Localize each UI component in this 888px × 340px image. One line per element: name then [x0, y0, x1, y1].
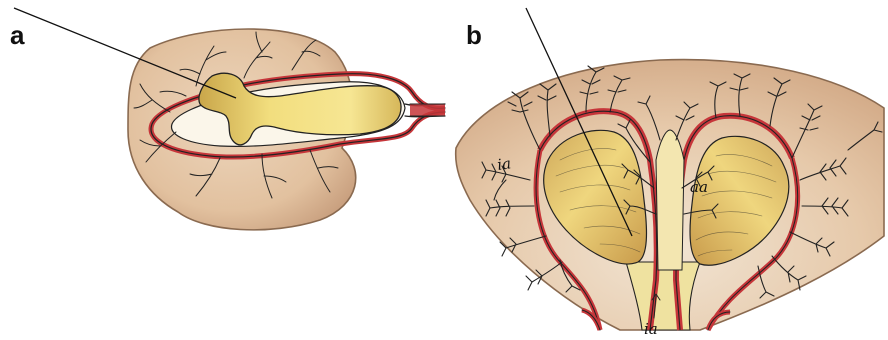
- panel-b-septum: [656, 130, 684, 270]
- panel-b: aa ia ia b: [456, 8, 884, 338]
- panel-a-letter: a: [10, 20, 25, 50]
- panel-a: a: [10, 8, 445, 230]
- label-ia-bottom: ia: [644, 320, 658, 338]
- label-aa: aa: [690, 178, 708, 196]
- label-ia-left: ia: [496, 154, 512, 174]
- panel-b-letter: b: [466, 20, 482, 50]
